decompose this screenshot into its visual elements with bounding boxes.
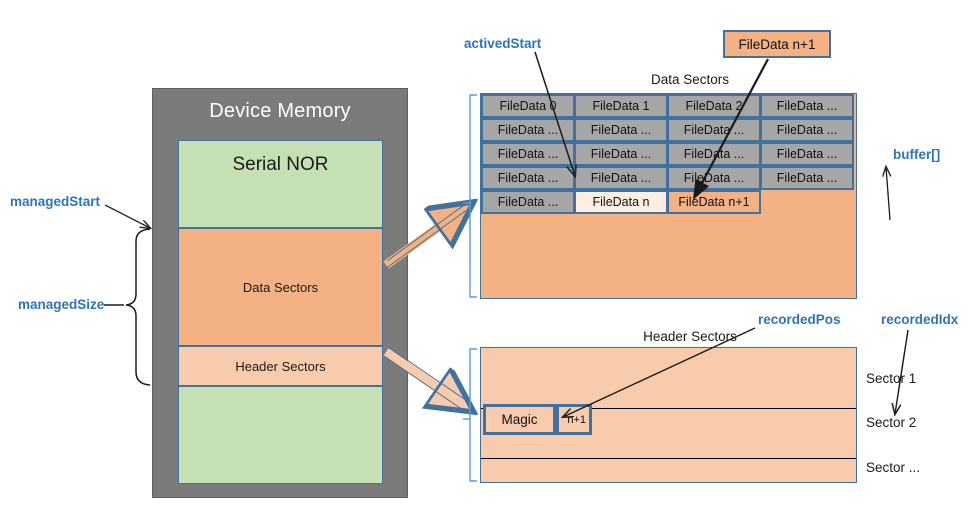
buffer-arrow bbox=[886, 167, 890, 221]
data-sector-cell[interactable]: FileData ... bbox=[574, 118, 668, 142]
data-sector-cell[interactable]: FileData ... bbox=[760, 118, 854, 142]
label-recorded-idx: recordedIdx bbox=[881, 312, 959, 327]
data-sector-cell[interactable]: FileData ... bbox=[760, 142, 854, 166]
device-memory-title: Device Memory bbox=[209, 100, 351, 122]
recorded-pos-field-box: n+1 bbox=[556, 404, 592, 435]
data-sector-cell[interactable]: FileData ... bbox=[574, 142, 668, 166]
memory-block-header-sectors: Header Sectors bbox=[178, 346, 383, 386]
data-panel-bracket bbox=[463, 94, 477, 298]
data-sector-cell[interactable]: FileData ... bbox=[481, 118, 575, 142]
data-sector-row: FileData ...FileData ...FileData ...File… bbox=[481, 166, 856, 190]
data-sector-cell[interactable]: FileData ... bbox=[481, 142, 575, 166]
sector-label-more: Sector ... bbox=[866, 460, 921, 475]
header-sectors-title: Header Sectors bbox=[643, 329, 737, 344]
header-panel-bracket bbox=[463, 348, 477, 482]
sector-label-2: Sector 2 bbox=[866, 415, 917, 430]
data-sector-cell[interactable]: FileData 1 bbox=[574, 94, 668, 118]
data-sector-cell[interactable]: FileData ... bbox=[667, 142, 761, 166]
label-actived-start: activedStart bbox=[464, 36, 542, 51]
data-sector-cell[interactable]: FileData ... bbox=[667, 118, 761, 142]
data-sector-cell[interactable]: FileData n bbox=[574, 190, 668, 214]
memory-block-serial-nor: Serial NOR bbox=[178, 140, 383, 228]
label-managed-start: managedStart bbox=[10, 194, 101, 209]
memory-block-data-sectors: Data Sectors bbox=[178, 228, 383, 346]
data-sector-cell[interactable]: FileData ... bbox=[481, 166, 575, 190]
data-sector-cell[interactable]: FileData ... bbox=[760, 94, 854, 118]
data-sector-row: FileData ...FileData ...FileData ...File… bbox=[481, 118, 856, 142]
data-sector-cell[interactable]: FileData ... bbox=[667, 166, 761, 190]
label-recorded-pos: recordedPos bbox=[758, 312, 841, 327]
data-sector-cell[interactable]: FileData 0 bbox=[481, 94, 575, 118]
data-sector-cell[interactable]: FileData 2 bbox=[667, 94, 761, 118]
label-managed-size: managedSize bbox=[18, 297, 105, 312]
data-sector-cell[interactable]: FileData n+1 bbox=[667, 190, 761, 214]
data-sectors-title: Data Sectors bbox=[650, 72, 730, 87]
managed-size-brace bbox=[104, 228, 151, 386]
data-sector-cell[interactable]: FileData ... bbox=[760, 166, 854, 190]
data-sector-cell-empty bbox=[760, 190, 854, 214]
label-buffer: buffer[] bbox=[893, 147, 941, 162]
sector-label-1: Sector 1 bbox=[866, 371, 917, 386]
magic-field-box: Magic bbox=[483, 404, 556, 435]
callout-filedata-n-plus-1: FileData n+1 bbox=[723, 30, 831, 58]
data-sector-cell[interactable]: FileData ... bbox=[481, 190, 575, 214]
managed-start-arrow bbox=[104, 204, 150, 228]
data-sector-row: FileData ...FileData ...FileData ...File… bbox=[481, 142, 856, 166]
memory-block-free bbox=[178, 386, 383, 484]
data-sector-cell[interactable]: FileData ... bbox=[574, 166, 668, 190]
header-sector-divider-2 bbox=[481, 458, 856, 459]
